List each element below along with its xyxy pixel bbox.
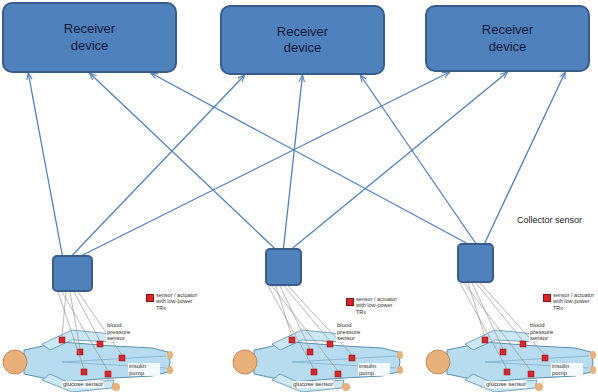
sensor-wires	[58, 283, 545, 371]
legend-text: sensor / actuator with low-power TRx	[156, 292, 200, 311]
signal-arrow	[90, 73, 275, 248]
legend-text: sensor / actuator with low-power TRx	[553, 292, 597, 311]
signal-arrow	[360, 75, 475, 243]
sensor-label: glucose sensor	[292, 381, 334, 388]
box-label: Receiver device	[55, 21, 125, 54]
collector-sensor-box	[52, 255, 93, 292]
signal-arrow	[284, 75, 303, 248]
signal-arrow	[293, 72, 508, 248]
signal-arrow	[83, 72, 450, 255]
collector-label: Collector sensor	[517, 215, 582, 225]
legend-swatch	[146, 294, 154, 302]
sensor-label: insulin pump	[551, 363, 583, 376]
legend-text: sensor / actuator with low-power TRx	[356, 296, 400, 315]
legend-entry: sensor / actuator with low-power TRx	[146, 292, 200, 311]
receiver-box: Receiver device	[2, 2, 177, 73]
sensor-label: glucose sensor	[485, 381, 527, 388]
sensor-label: blood pressure sensor	[336, 322, 374, 342]
patient-figure	[3, 330, 173, 392]
sensor-label: insulin pump	[358, 363, 390, 376]
legend-swatch	[543, 294, 551, 302]
sensor-label: blood pressure sensor	[106, 322, 144, 342]
collector-sensor-box	[265, 248, 302, 286]
legend-swatch	[346, 298, 354, 306]
sensor-label: insulin pump	[128, 363, 160, 376]
receiver-box: Receiver device	[220, 5, 385, 75]
signal-arrow	[28, 73, 62, 255]
box-label: Receiver device	[268, 24, 338, 57]
patient-figure	[426, 330, 596, 392]
box-label: Receiver device	[473, 22, 543, 55]
collector-sensor-box: Collector sensor	[457, 243, 494, 283]
signal-arrow	[73, 75, 245, 255]
receiver-box: Receiver device	[425, 5, 590, 72]
sensor-label: glucose sensor	[62, 381, 104, 388]
legend-entry: sensor / actuator with low-power TRx	[346, 296, 400, 315]
signal-arrow	[151, 73, 467, 243]
sensor-label: blood pressure sensor	[529, 322, 567, 342]
patient-figure	[233, 330, 403, 392]
legend-entry: sensor / actuator with low-power TRx	[543, 292, 597, 311]
